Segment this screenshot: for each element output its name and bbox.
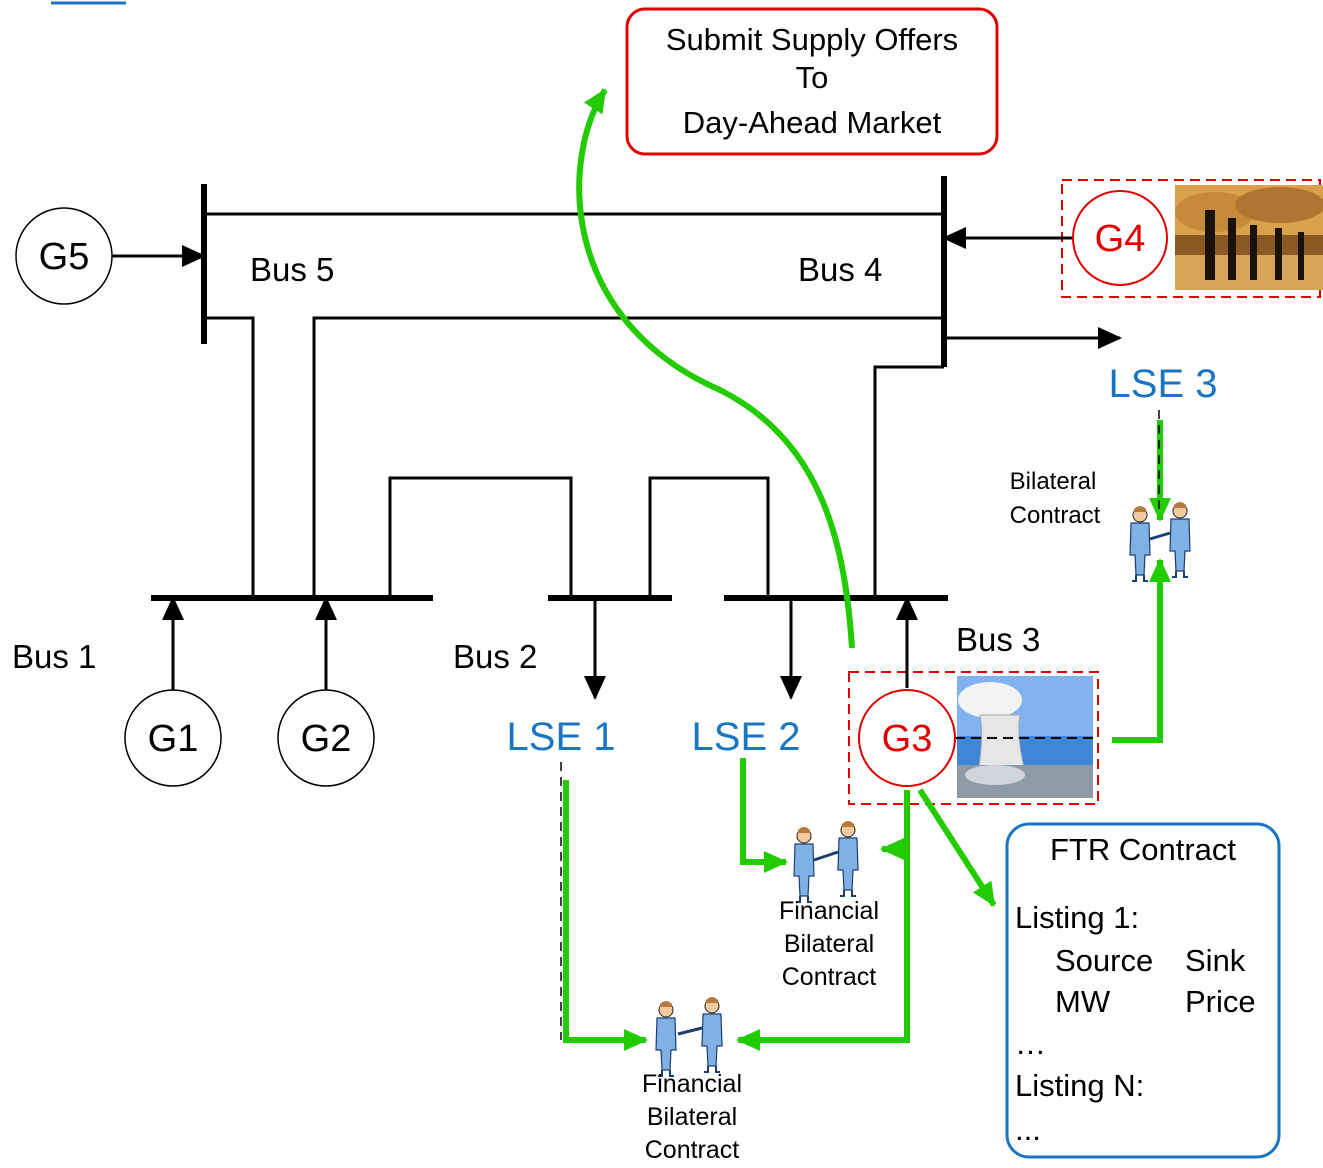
ftr-trailing: ... <box>1015 1112 1041 1147</box>
g1-label: G1 <box>148 718 199 760</box>
lse3-label: LSE 3 <box>1109 362 1218 406</box>
g3-bilateral-flow <box>1112 560 1160 740</box>
lse2-fin-flow <box>743 758 786 862</box>
g3-fin1-flow <box>882 790 907 849</box>
bilateral-label-1: Bilateral <box>1010 468 1097 495</box>
offer-line-1: Submit Supply Offers <box>666 22 958 57</box>
bus4-label: Bus 4 <box>798 251 882 288</box>
offer-flow <box>579 90 852 648</box>
fin2-label-1: Financial <box>642 1070 742 1098</box>
bus1-label: Bus 1 <box>12 638 96 675</box>
g3-label: G3 <box>882 718 933 760</box>
g2-label: G2 <box>301 718 352 760</box>
fin2-label-2: Bilateral <box>647 1103 737 1131</box>
ftr-sink: Sink <box>1185 943 1246 978</box>
ftr-source: Source <box>1055 943 1153 978</box>
handshake-fin2-icon <box>656 997 722 1076</box>
ftr-ellipsis: … <box>1015 1026 1046 1061</box>
fin1-label-3: Contract <box>782 963 877 991</box>
handshake-fin1-icon <box>794 821 858 902</box>
offer-line-3: Day-Ahead Market <box>683 105 942 140</box>
bus-bars <box>151 176 948 598</box>
ftr-flow <box>920 790 994 905</box>
bus3-label: Bus 3 <box>956 621 1040 658</box>
ftr-listingN: Listing N: <box>1015 1068 1144 1103</box>
lse1-label: LSE 1 <box>507 715 616 759</box>
ftr-listing1: Listing 1: <box>1015 900 1139 935</box>
smokestack-photo <box>1175 185 1323 290</box>
fin2-label-3: Contract <box>645 1136 740 1164</box>
g5-label: G5 <box>39 236 90 278</box>
bus5-label: Bus 5 <box>250 251 334 288</box>
fin1-label-2: Bilateral <box>784 930 874 958</box>
bilateral-label-2: Contract <box>1010 502 1101 529</box>
fin1-label-1: Financial <box>779 897 879 925</box>
g4-label: G4 <box>1095 218 1146 260</box>
lse2-label: LSE 2 <box>692 715 801 759</box>
ftr-price: Price <box>1185 984 1256 1019</box>
ftr-title: FTR Contract <box>1050 832 1236 867</box>
lse1-fin-flow <box>566 780 646 1040</box>
offer-line-2: To <box>796 60 829 95</box>
bus2-label: Bus 2 <box>453 638 537 675</box>
ftr-mw: MW <box>1055 984 1111 1019</box>
